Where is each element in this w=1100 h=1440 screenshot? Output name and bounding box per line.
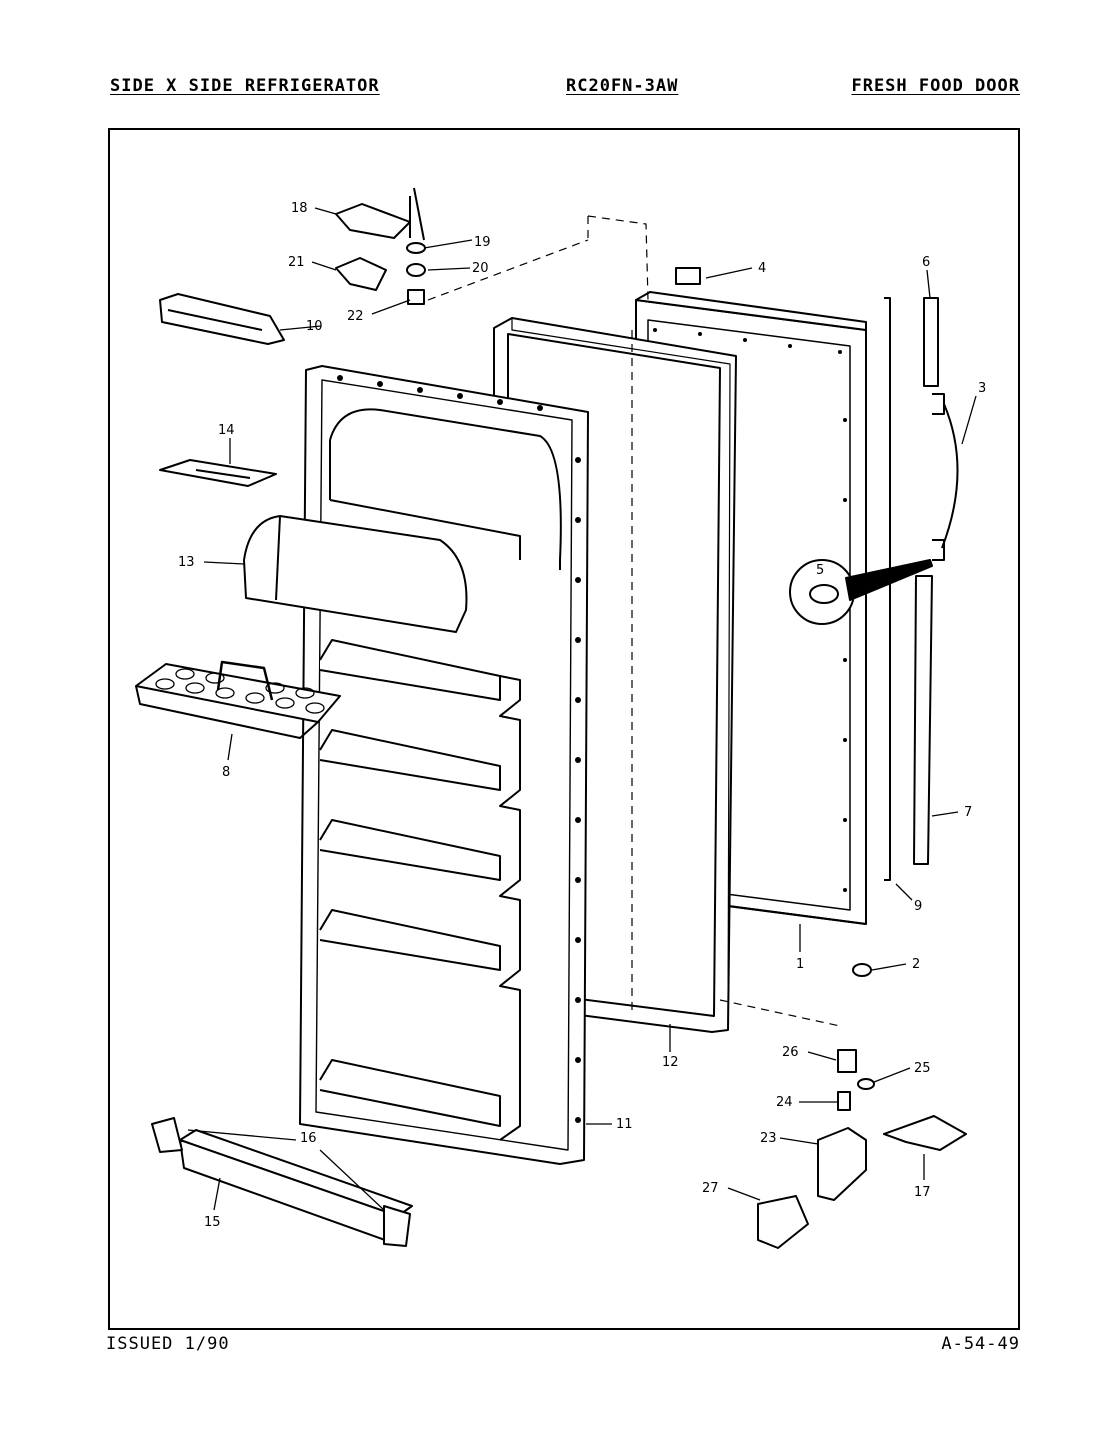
callout-27: 27 <box>702 1181 719 1196</box>
egg-tray <box>135 660 341 739</box>
door-liner <box>299 365 589 1165</box>
callout-22: 22 <box>347 309 364 324</box>
bottom-grille <box>151 1117 413 1247</box>
header-title: SIDE X SIDE REFRIGERATOR <box>110 76 380 96</box>
callout-15: 15 <box>204 1215 221 1230</box>
callout-24: 24 <box>776 1095 793 1110</box>
header-section: FRESH FOOD DOOR <box>851 76 1020 96</box>
callout-10: 10 <box>306 319 323 334</box>
callout-1: 1 <box>796 957 804 972</box>
leader-lines <box>187 207 977 1211</box>
callout-16: 16 <box>300 1131 317 1146</box>
callout-26: 26 <box>782 1045 799 1060</box>
footer-issued: ISSUED 1/90 <box>106 1334 230 1354</box>
hinge-hardware <box>406 242 426 305</box>
callout-18: 18 <box>291 201 308 216</box>
callout-2: 2 <box>912 957 920 972</box>
callout-3: 3 <box>978 381 986 396</box>
label-plate <box>675 267 701 285</box>
door-handle <box>932 393 959 561</box>
callout-9: 9 <box>914 899 922 914</box>
hinge-bracket <box>159 293 285 345</box>
callout-12: 12 <box>662 1055 679 1070</box>
hinge-plate <box>335 257 387 291</box>
callout-20: 20 <box>472 261 489 276</box>
footer-page-code: A-54-49 <box>941 1334 1020 1354</box>
callout-5: 5 <box>816 563 824 578</box>
dairy-door <box>243 515 468 633</box>
callout-17: 17 <box>914 1185 931 1200</box>
callout-6: 6 <box>922 255 930 270</box>
small-tray <box>159 459 277 487</box>
bottom-hinge-plate <box>883 1115 967 1151</box>
callout-25: 25 <box>914 1061 931 1076</box>
callout-14: 14 <box>218 423 235 438</box>
bottom-clip <box>757 1195 809 1249</box>
callout-13: 13 <box>178 555 195 570</box>
callout-8: 8 <box>222 765 230 780</box>
callout-19: 19 <box>474 235 491 250</box>
trim-strips <box>884 297 939 881</box>
callout-23: 23 <box>760 1131 777 1146</box>
diagram-frame <box>108 128 1020 1330</box>
callout-7: 7 <box>964 805 972 820</box>
plug-button <box>852 963 872 977</box>
alignment-lines <box>427 215 841 1027</box>
detail-circle <box>789 559 933 625</box>
header-model: RC20FN-3AW <box>566 76 679 96</box>
top-hinge <box>335 187 425 241</box>
callout-21: 21 <box>288 255 305 270</box>
bottom-bracket <box>817 1127 867 1201</box>
callout-11: 11 <box>616 1117 633 1132</box>
bottom-hinge-hardware <box>837 1049 875 1111</box>
callout-4: 4 <box>758 261 766 276</box>
